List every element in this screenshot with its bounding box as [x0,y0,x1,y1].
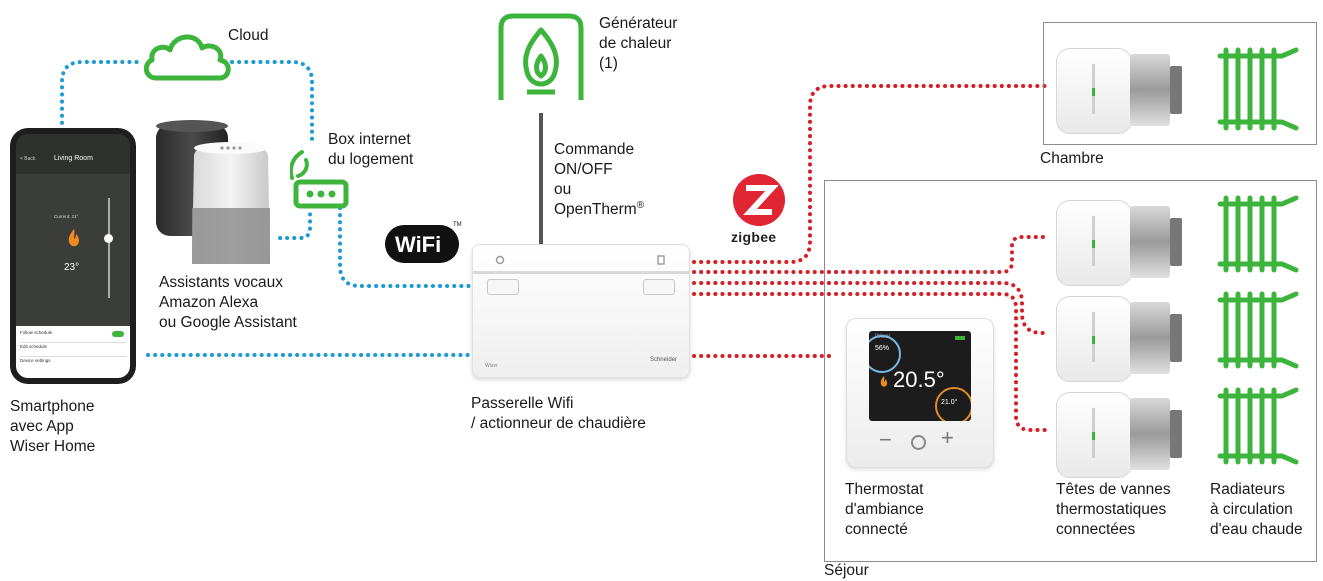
internet-box-icon [290,150,349,209]
radiator-icon-2 [1217,291,1299,369]
label-command: Commande ON/OFF ou OpenTherm® [554,140,644,220]
phone-title: Living Room [54,155,93,162]
gateway-button-right[interactable] [643,279,675,295]
label-heat-generator: Générateur de chaleur (1) [599,15,678,72]
battery-icon [955,336,965,340]
cloud-icon [143,34,231,81]
thermostat-setpoint: 21.0° [941,399,958,406]
label-command-text: Commande ON/OFF ou OpenTherm [554,141,637,218]
living-room-box [824,180,1317,562]
radiator-icon-1 [1217,195,1299,273]
bedroom-box [1043,22,1317,145]
wifi-logo: WiFi TM [385,222,462,263]
phone-row-label: Device settings [20,358,51,363]
valve-led [1092,88,1095,96]
heat-generator-icon [498,13,584,100]
zigbee-link-valve-3 [692,292,1050,432]
gateway-button-left[interactable] [487,279,519,295]
thermostat-plus-button[interactable]: + [941,425,954,450]
thermostat-screen: Wiser 56% 20.5° 21.0° [869,331,971,421]
setpoint-ring [935,387,971,421]
thermostat-center-button[interactable] [911,435,926,450]
radiator-icon-bedroom [1217,47,1299,131]
humidity-ring [869,335,901,373]
phone-row-label: Follow schedule [20,330,53,335]
zigbee-z-icon [743,185,779,215]
gateway-model: Wiser [485,363,498,369]
wifi-link-phone-cloud [60,60,144,132]
phone-row-edit-schedule[interactable]: Edit schedule [20,344,126,357]
thermostat-temperature: 20.5° [893,367,945,392]
gateway-settings-icon [495,255,505,265]
phone-screen: < Back Living Room Current: 21° 23° Foll… [16,134,130,378]
phone-row-follow-schedule[interactable]: Follow schedule [20,330,126,343]
wifi-logo-tm: TM [453,222,462,228]
label-smartphone: Smartphone avec App Wiser Home [10,398,96,455]
wifi-link-cloud-box [230,60,314,142]
radiator-icon-3 [1217,387,1299,465]
zigbee-logo-text: zigbee [731,229,777,245]
valve-led [1092,432,1095,440]
phone-slider[interactable] [108,198,110,298]
phone-row-label: Edit schedule [20,344,48,349]
label-bedroom: Chambre [1040,150,1104,167]
zigbee-link-valve-1 [692,235,1050,274]
phone-setpoint: 23° [64,262,80,273]
phone-current: Current: 21° [54,214,79,219]
valve-led [1092,336,1095,344]
wifi-link-box-gateway [338,206,472,288]
gateway-heat-icon [657,255,665,265]
toggle-switch[interactable] [112,331,124,337]
label-radiators: Radiateurs à circulation d'eau chaude [1210,481,1303,538]
wifi-gateway: Wiser Schneider [472,244,690,378]
label-assistants: Assistants vocaux Amazon Alexa ou Google… [159,274,297,331]
zigbee-link-valve-2 [692,281,1050,335]
valve-led [1092,240,1095,248]
registered-mark: ® [636,199,645,211]
thermostat-minus-button[interactable]: − [879,427,892,452]
flame-icon [523,27,559,87]
zigbee-logo-badge [733,174,785,226]
label-thermostat: Thermostat d'ambiance connecté [845,481,924,538]
gateway-brand: Schneider [649,357,677,363]
phone-slider-thumb[interactable] [104,234,113,243]
label-gateway: Passerelle Wifi / actionneur de chaudièr… [471,395,646,432]
phone-flame-icon [68,229,80,247]
phone-back: < Back [20,156,36,162]
label-living-room: Séjour [824,562,869,579]
wifi-link-assistant-box [278,206,312,240]
smartphone: < Back Living Room Current: 21° 23° Foll… [10,128,136,384]
voice-assistant-speakers [156,120,270,264]
phone-row-device-settings[interactable]: Device settings [20,358,126,370]
label-valves: Têtes de vannes thermostatiques connecté… [1056,481,1171,538]
label-box: Box internet du logement [328,131,414,168]
room-thermostat: Wiser 56% 20.5° 21.0° − + [846,318,994,468]
wifi-logo-text: WiFi [395,232,441,257]
label-cloud: Cloud [228,27,269,44]
thermostat-flame-icon [880,375,888,387]
thermostat-humidity: 56% [875,345,890,352]
